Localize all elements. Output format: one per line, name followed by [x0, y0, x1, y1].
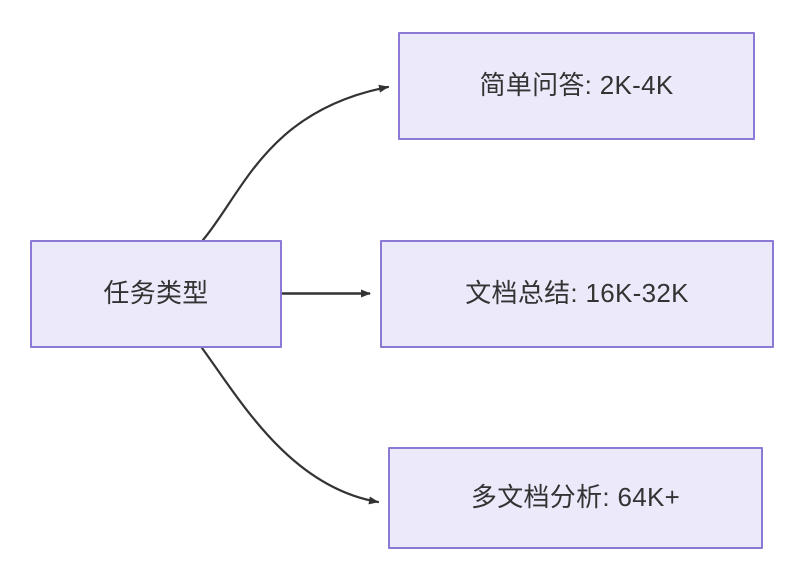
node-label: 文档总结: 16K-32K	[465, 278, 689, 309]
node-task-type[interactable]: 任务类型	[30, 240, 282, 348]
node-simple-qa[interactable]: 简单问答: 2K-4K	[398, 32, 755, 140]
node-multi-doc[interactable]: 多文档分析: 64K+	[388, 447, 763, 549]
node-doc-summary[interactable]: 文档总结: 16K-32K	[380, 240, 774, 348]
edge-root-to-multi-doc	[200, 346, 380, 505]
edge-root-to-simple-qa	[201, 84, 390, 242]
node-label: 任务类型	[103, 278, 209, 309]
node-label: 多文档分析: 64K+	[470, 482, 681, 513]
node-label: 简单问答: 2K-4K	[479, 70, 674, 101]
